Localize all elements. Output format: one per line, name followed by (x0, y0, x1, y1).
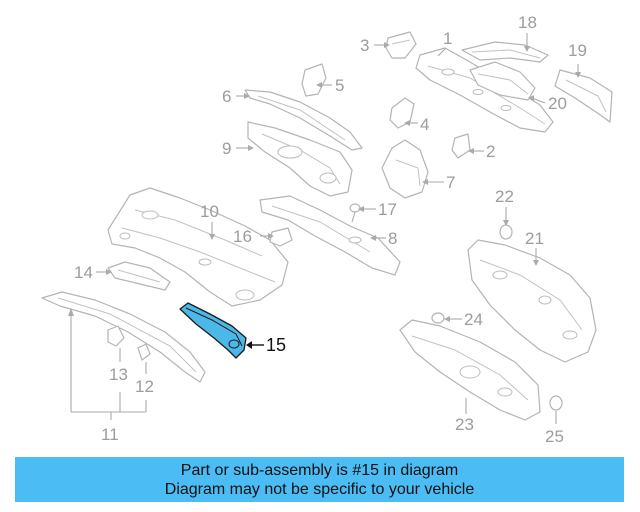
callout-6: 6 (222, 87, 231, 106)
part-10[interactable] (107, 187, 289, 307)
callout-24: 24 (464, 310, 483, 329)
part-23[interactable] (399, 319, 541, 421)
part-19[interactable] (554, 69, 613, 123)
part-13[interactable] (107, 325, 125, 347)
part-17[interactable] (349, 203, 361, 223)
part-5[interactable] (301, 63, 327, 97)
banner-line-2: Diagram may not be specific to your vehi… (164, 480, 475, 498)
part-side-panel[interactable] (41, 291, 206, 383)
parts-diagram: 1 18 20 19 3 5 6 (41, 13, 613, 446)
callout-10: 10 (200, 202, 219, 221)
part-24[interactable] (431, 312, 445, 324)
part-25[interactable] (549, 395, 563, 411)
part-6[interactable] (244, 89, 363, 151)
callout-4: 4 (420, 115, 429, 134)
callout-7: 7 (446, 173, 455, 192)
callout-13: 13 (109, 365, 128, 384)
callout-1: 1 (443, 29, 452, 48)
part-9[interactable] (247, 121, 353, 197)
info-banner: Part or sub-assembly is #15 in diagram D… (15, 457, 624, 502)
part-2[interactable] (451, 133, 471, 159)
callout-15: 15 (266, 335, 286, 355)
callout-14: 14 (74, 263, 93, 282)
callout-22: 22 (495, 187, 514, 206)
callout-9: 9 (222, 139, 231, 158)
part-7[interactable] (381, 139, 429, 199)
assembly-bracket-11 (68, 308, 147, 420)
part-3[interactable] (385, 31, 417, 59)
callout-20: 20 (548, 94, 567, 113)
callout-11: 11 (101, 425, 119, 444)
callout-5: 5 (335, 76, 344, 95)
part-8[interactable] (259, 195, 401, 276)
callout-8: 8 (388, 229, 397, 248)
part-12[interactable] (137, 343, 151, 361)
callout-18: 18 (518, 13, 537, 32)
part-15-highlighted[interactable] (179, 302, 247, 359)
banner-line-1: Part or sub-assembly is #15 in diagram (180, 461, 459, 479)
callout-12: 12 (135, 377, 154, 396)
part-20[interactable] (469, 61, 536, 101)
callout-25: 25 (545, 427, 564, 446)
part-21[interactable] (467, 239, 597, 363)
callout-16: 16 (233, 227, 252, 246)
callout-19: 19 (568, 41, 587, 60)
part-22[interactable] (499, 224, 513, 240)
part-16[interactable] (269, 227, 293, 247)
callout-17: 17 (378, 200, 397, 219)
callout-3: 3 (360, 36, 369, 55)
part-14[interactable] (107, 261, 171, 291)
callout-2: 2 (486, 142, 495, 161)
part-18[interactable] (461, 41, 549, 63)
callout-21: 21 (525, 229, 544, 248)
callout-23: 23 (455, 415, 474, 434)
